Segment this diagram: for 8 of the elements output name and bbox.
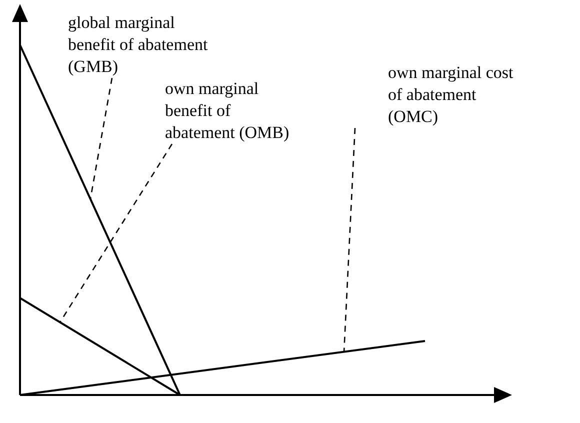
leader-line	[59, 144, 173, 323]
curve-line	[20, 340, 426, 396]
curve-label: own marginal benefit of abatement (OMB)	[165, 78, 295, 144]
curve-line	[19, 297, 181, 396]
curve-label: global marginal benefit of abatement (GMB)	[68, 12, 218, 78]
leader-line	[90, 78, 113, 200]
leader-line	[343, 128, 356, 352]
curve-label: own marginal cost of abatement (OMC)	[388, 62, 523, 128]
